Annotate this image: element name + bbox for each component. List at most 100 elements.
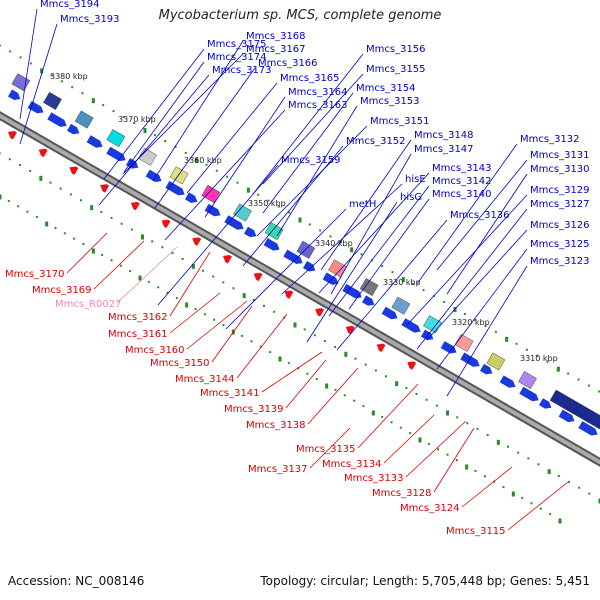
forward-gene-label: Mmcs_3123 bbox=[530, 256, 590, 267]
kbp-marker-label: 3350 kbp bbox=[248, 199, 286, 208]
tick-mark bbox=[212, 275, 215, 278]
gene-labels: Mmcs_3194Mmcs_3193Mmcs_3175Mmcs_3168Mmcs… bbox=[5, 0, 590, 537]
label-leader-line bbox=[236, 313, 288, 379]
tick-mark bbox=[35, 216, 38, 219]
tick-mark bbox=[119, 264, 122, 267]
tick-mark bbox=[598, 390, 600, 393]
feature-box bbox=[264, 222, 284, 241]
forward-gene-label: Mmcs_3153 bbox=[360, 96, 420, 107]
tick-mark bbox=[90, 205, 94, 211]
tick-mark bbox=[443, 301, 446, 304]
tick-mark bbox=[81, 92, 84, 95]
tick-mark bbox=[0, 44, 1, 47]
tick-mark bbox=[425, 398, 428, 401]
reverse-gene-arrow bbox=[161, 219, 171, 229]
tick-mark bbox=[288, 211, 291, 214]
tick-mark bbox=[324, 340, 326, 343]
feature-box bbox=[454, 333, 474, 352]
tick-mark bbox=[334, 388, 337, 391]
feature-box bbox=[106, 129, 126, 148]
reverse-gene-label: Mmcs_3144 bbox=[175, 374, 235, 385]
tick-mark bbox=[277, 205, 280, 208]
label-leader-line bbox=[157, 164, 279, 306]
forward-gene-arrow-shape bbox=[558, 409, 575, 423]
reverse-gene-arrow-shape bbox=[223, 255, 232, 264]
tick-mark bbox=[273, 310, 276, 313]
forward-gene-label: Mmcs_3168 bbox=[246, 31, 306, 42]
forward-gene-label: Mmcs_3163 bbox=[288, 100, 348, 111]
tick-mark bbox=[360, 253, 363, 256]
tick-mark bbox=[161, 246, 164, 249]
forward-gene-arrow bbox=[165, 181, 185, 196]
tick-mark bbox=[427, 442, 430, 445]
forward-gene-arrow-shape bbox=[578, 421, 598, 436]
forward-gene-label: metH bbox=[349, 199, 376, 210]
tick-mark bbox=[263, 304, 265, 307]
forward-gene-arrow bbox=[106, 146, 126, 162]
tick-mark bbox=[26, 210, 29, 213]
tick-mark bbox=[222, 281, 225, 284]
forward-gene-arrow bbox=[460, 352, 480, 367]
label-leader-line bbox=[116, 246, 178, 304]
label-leader-line bbox=[204, 96, 286, 218]
tick-mark bbox=[202, 269, 204, 272]
label-leader-line bbox=[276, 105, 358, 237]
tick-mark bbox=[203, 313, 206, 316]
forward-gene-arrow bbox=[322, 272, 339, 285]
tick-mark bbox=[110, 259, 113, 262]
tick-mark bbox=[122, 116, 125, 119]
label-leader-line bbox=[306, 201, 398, 343]
label-leader-line bbox=[281, 183, 403, 295]
tick-mark bbox=[517, 451, 520, 454]
tick-mark bbox=[530, 502, 533, 505]
reverse-gene-label: Mmcs_R0027 bbox=[55, 299, 121, 310]
tick-mark bbox=[151, 240, 154, 243]
reverse-gene-arrow-shape bbox=[161, 219, 171, 229]
tick-mark bbox=[409, 432, 412, 435]
tick-mark bbox=[298, 217, 302, 223]
forward-gene-label: Mmcs_3167 bbox=[246, 44, 306, 55]
kbp-marker-label: 3360 kbp bbox=[184, 156, 222, 165]
tick-mark bbox=[354, 357, 357, 360]
forward-gene-arrow bbox=[538, 398, 552, 409]
label-leader-line bbox=[328, 185, 430, 317]
tick-mark bbox=[353, 399, 356, 402]
label-leader-line bbox=[405, 420, 467, 478]
label-leader-line bbox=[406, 194, 528, 326]
tick-mark bbox=[175, 297, 178, 300]
label-leader-line bbox=[19, 8, 38, 120]
forward-gene-label: Mmcs_3174 bbox=[207, 52, 267, 63]
forward-gene-label: Mmcs_3148 bbox=[414, 130, 474, 141]
reverse-gene-arrow bbox=[407, 361, 417, 370]
forward-gene-label: Mmcs_3130 bbox=[530, 164, 590, 175]
tick-mark bbox=[325, 383, 329, 389]
forward-gene-label: Mmcs_3173 bbox=[212, 65, 272, 76]
forward-gene-arrow bbox=[66, 123, 80, 135]
tick-mark bbox=[306, 372, 309, 375]
tick-mark bbox=[71, 86, 74, 89]
forward-gene-label: Mmcs_3193 bbox=[60, 14, 120, 25]
forward-gene-label: Mmcs_3136 bbox=[450, 210, 510, 221]
label-leader-line bbox=[285, 359, 327, 409]
tick-mark bbox=[7, 199, 10, 202]
tick-mark bbox=[476, 428, 479, 431]
reverse-gene-label: Mmcs_3138 bbox=[246, 420, 306, 431]
forward-gene-label: Mmcs_3152 bbox=[346, 136, 406, 147]
reverse-gene-label: Mmcs_3170 bbox=[5, 269, 65, 280]
tick-mark bbox=[344, 351, 348, 357]
tick-mark bbox=[69, 193, 72, 196]
kbp-marker-label: 3310 kbp bbox=[520, 354, 558, 363]
backbone bbox=[0, 111, 600, 467]
feature-box bbox=[486, 352, 506, 371]
forward-gene-arrow-shape bbox=[125, 158, 139, 169]
reverse-gene-label: Mmcs_3134 bbox=[322, 459, 382, 470]
tick-mark bbox=[395, 381, 399, 387]
feature-box bbox=[391, 296, 411, 315]
tick-mark bbox=[446, 453, 449, 456]
feature-box-shape bbox=[454, 333, 474, 352]
reverse-gene-arrow-shape bbox=[315, 308, 325, 317]
tick-mark bbox=[112, 110, 115, 113]
feature-box-shape bbox=[201, 185, 221, 203]
